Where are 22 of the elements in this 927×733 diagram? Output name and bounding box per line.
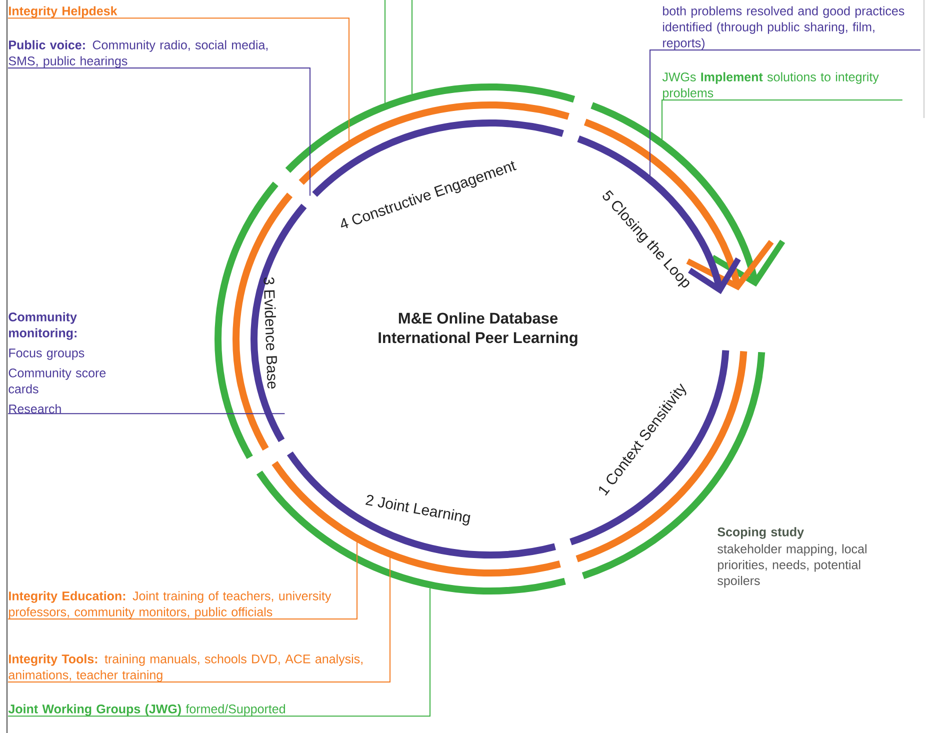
note-text: Integrity Education: Joint training of teachers, university professors, community monitors, public officials	[9, 591, 332, 619]
stage-label: 2 Joint Learning	[366, 494, 470, 526]
note-text: both problems resolved and good practices identified (through public sharing, film, reports)	[663, 6, 904, 50]
leader-line	[8, 18, 350, 142]
note-text: JWGs Implement solutions to integrity problems	[662, 72, 879, 100]
leader-line	[662, 100, 903, 141]
center-title: International Peer Learning	[378, 332, 578, 346]
center-title: M&E Online Database	[398, 312, 558, 324]
stage-label: 3 Evidence Base	[264, 277, 277, 389]
leader-line	[8, 413, 286, 414]
leader-line	[8, 541, 358, 620]
note-text: Integrity Helpdesk	[9, 6, 118, 18]
leader-line	[650, 50, 921, 178]
heading: Scoping study	[718, 527, 804, 539]
note-text: Public voice: Community radio, social media, SMS, public hearings	[8, 40, 268, 68]
leader-line	[8, 588, 430, 717]
leader-line	[8, 68, 310, 196]
note-text: Community monitoring: Focus groups Community score cards Research	[8, 312, 106, 414]
note-text: Integrity Tools: training manuals, schools DVD, ACE analysis, animations, teacher training	[8, 654, 362, 682]
note-text: Joint Working Groups (JWG) formed/Supported	[8, 704, 285, 716]
note-text: stakeholder mapping, local priorities, needs, potential spoilers	[718, 544, 866, 588]
leader-line	[8, 557, 390, 683]
